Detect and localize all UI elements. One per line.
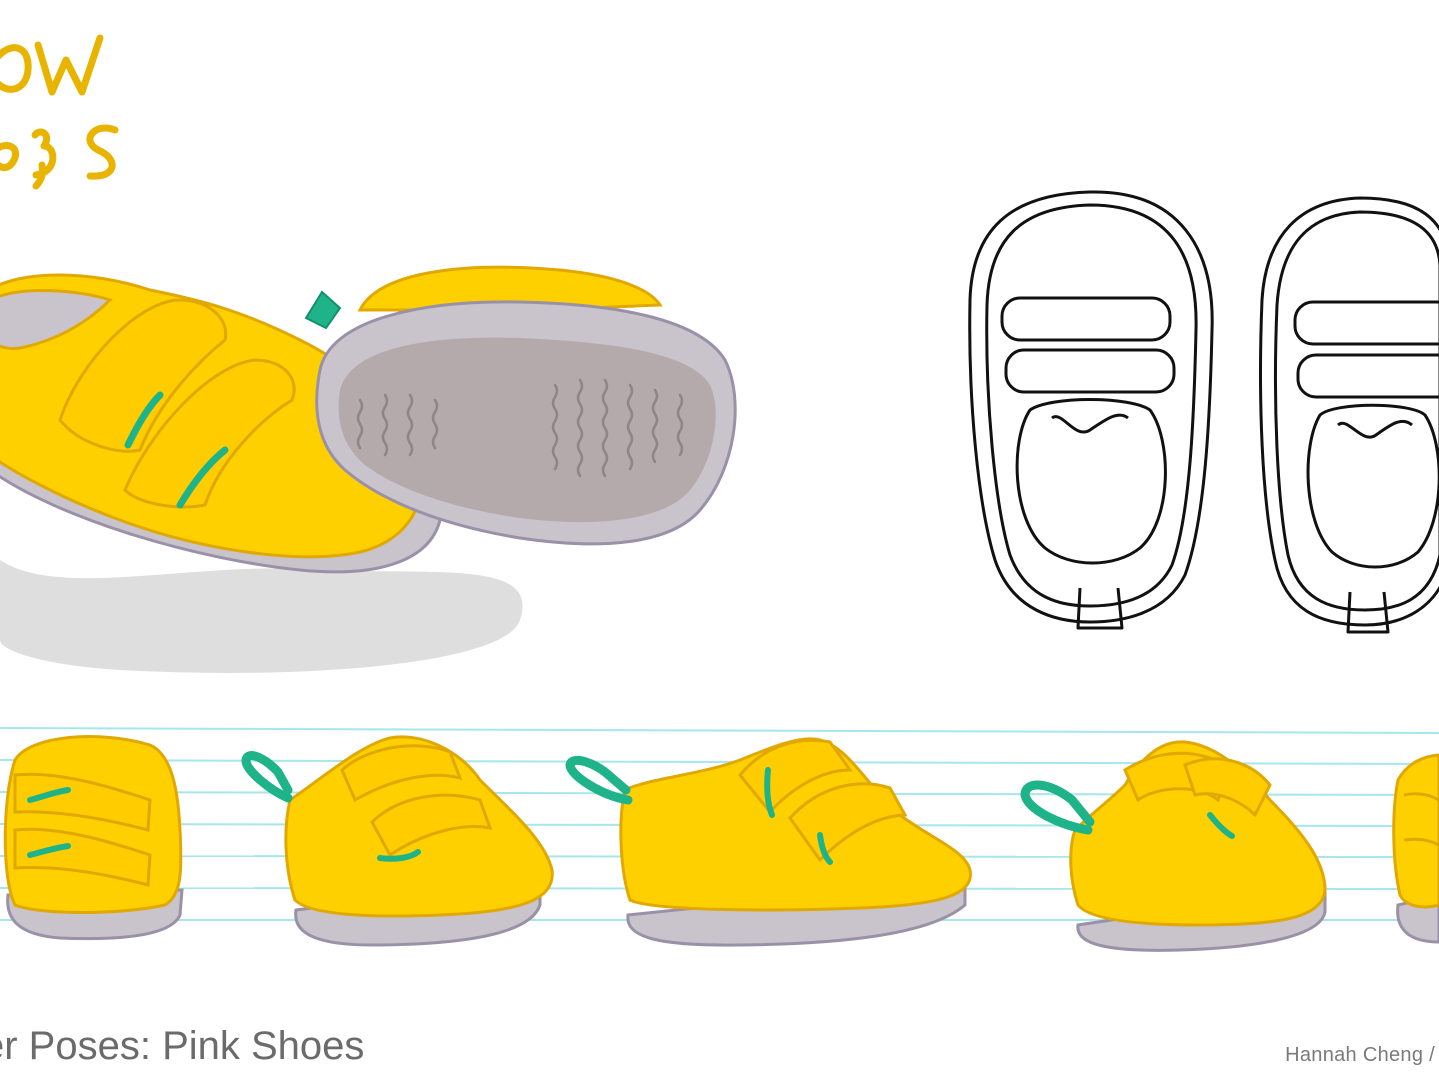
turnaround-shoe-2: [241, 735, 554, 947]
turnaround-shoe-1: [3, 735, 184, 941]
turnaround-shoe-5: [1392, 753, 1439, 944]
turnaround-shoe-3: [565, 737, 972, 947]
page-title: er Poses: Pink Shoes: [0, 1024, 365, 1068]
artist-credit: Hannah Cheng /: [1285, 1044, 1435, 1066]
top-view-sketch-left: [968, 190, 1214, 630]
turnaround-shoe-4: [1020, 740, 1327, 952]
large-shoe-front: [0, 273, 523, 673]
top-view-sketch-right: [1259, 196, 1439, 634]
large-shoe-sole-view: [304, 265, 737, 546]
corner-logo: [0, 34, 119, 190]
